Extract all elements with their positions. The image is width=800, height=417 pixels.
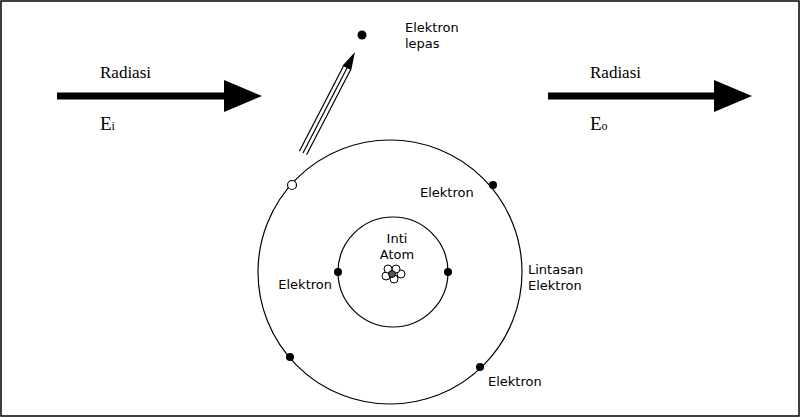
outgoing-radiation-arrow bbox=[548, 80, 752, 112]
electron bbox=[286, 353, 294, 361]
electron-label: Elektron bbox=[278, 277, 332, 293]
electron-label: Elektron lepas bbox=[405, 20, 471, 53]
electron-label: Elektron bbox=[488, 374, 542, 390]
energy-label: Eo bbox=[590, 112, 608, 136]
electron-vacancy bbox=[288, 181, 297, 190]
electron bbox=[489, 181, 497, 189]
incoming-radiation-arrow bbox=[57, 80, 262, 112]
outer-orbit bbox=[258, 140, 522, 404]
electron bbox=[476, 363, 484, 371]
escape-arrow bbox=[299, 52, 355, 155]
energy-label: Ei bbox=[100, 112, 115, 136]
inner-orbit bbox=[338, 217, 448, 327]
nucleus-label: Inti Atom bbox=[374, 231, 420, 264]
nucleus bbox=[382, 265, 405, 283]
electron-label: Elektron bbox=[420, 185, 474, 201]
radiation-label: Radiasi bbox=[100, 62, 151, 83]
free-electron bbox=[358, 31, 367, 40]
radiation-label: Radiasi bbox=[590, 62, 641, 83]
electron bbox=[334, 268, 342, 276]
orbit-label: Lintasan Elektron bbox=[528, 262, 598, 295]
electron bbox=[444, 268, 452, 276]
